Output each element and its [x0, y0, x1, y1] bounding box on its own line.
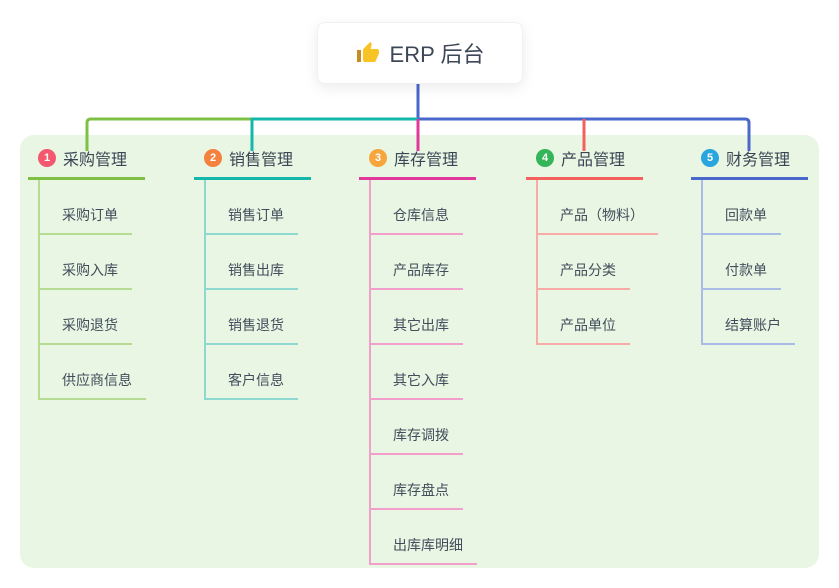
child-node[interactable]: 结算账户 — [703, 290, 795, 345]
branch-column: 3 库存管理 仓库信息产品库存其它出库其它入库库存调拨库存盘点出库库明细 — [359, 146, 477, 565]
child-node[interactable]: 产品库存 — [371, 235, 463, 290]
branch-children: 回款单付款单结算账户 — [701, 180, 808, 345]
branch-label: 财务管理 — [726, 152, 791, 169]
child-node[interactable]: 仓库信息 — [371, 180, 463, 235]
branch-label: 产品管理 — [561, 152, 626, 169]
branch-node[interactable]: 4 产品管理 — [526, 146, 643, 180]
branch-label: 采购管理 — [63, 152, 128, 169]
child-node[interactable]: 产品（物料） — [538, 180, 658, 235]
child-node[interactable]: 回款单 — [703, 180, 781, 235]
branch-column: 1 采购管理 采购订单采购入库采购退货供应商信息 — [28, 146, 146, 400]
branch-children: 产品（物料）产品分类产品单位 — [536, 180, 658, 345]
child-node[interactable]: 其它出库 — [371, 290, 463, 345]
branch-column: 5 财务管理 回款单付款单结算账户 — [691, 146, 808, 345]
branch-children: 销售订单销售出库销售退货客户信息 — [204, 180, 311, 400]
branch-children: 仓库信息产品库存其它出库其它入库库存调拨库存盘点出库库明细 — [369, 180, 477, 565]
branch-node[interactable]: 1 采购管理 — [28, 146, 145, 180]
child-node[interactable]: 库存盘点 — [371, 455, 463, 510]
child-node[interactable]: 采购入库 — [40, 235, 132, 290]
branch-number-badge: 2 — [204, 149, 222, 167]
child-node[interactable]: 采购退货 — [40, 290, 132, 345]
branch-number-badge: 4 — [536, 149, 554, 167]
branch-children: 采购订单采购入库采购退货供应商信息 — [38, 180, 146, 400]
branch-node[interactable]: 5 财务管理 — [691, 146, 808, 180]
child-node[interactable]: 付款单 — [703, 235, 781, 290]
root-node[interactable]: ERP 后台 — [317, 22, 523, 84]
thumbs-up-icon — [356, 42, 379, 62]
child-node[interactable]: 销售退货 — [206, 290, 298, 345]
child-node[interactable]: 产品分类 — [538, 235, 630, 290]
branch-label: 库存管理 — [394, 152, 459, 169]
child-node[interactable]: 出库库明细 — [371, 510, 477, 565]
root-title: ERP 后台 — [389, 42, 485, 67]
child-node[interactable]: 产品单位 — [538, 290, 630, 345]
branch-column: 2 销售管理 销售订单销售出库销售退货客户信息 — [194, 146, 311, 400]
child-node[interactable]: 供应商信息 — [40, 345, 146, 400]
child-node[interactable]: 销售出库 — [206, 235, 298, 290]
branch-label: 销售管理 — [229, 152, 294, 169]
branch-node[interactable]: 3 库存管理 — [359, 146, 476, 180]
child-node[interactable]: 采购订单 — [40, 180, 132, 235]
branch-number-badge: 1 — [38, 149, 56, 167]
branch-column: 4 产品管理 产品（物料）产品分类产品单位 — [526, 146, 658, 345]
branches-background-panel — [20, 135, 819, 568]
branch-node[interactable]: 2 销售管理 — [194, 146, 311, 180]
child-node[interactable]: 客户信息 — [206, 345, 298, 400]
child-node[interactable]: 其它入库 — [371, 345, 463, 400]
child-node[interactable]: 销售订单 — [206, 180, 298, 235]
branch-number-badge: 3 — [369, 149, 387, 167]
branch-number-badge: 5 — [701, 149, 719, 167]
child-node[interactable]: 库存调拨 — [371, 400, 463, 455]
